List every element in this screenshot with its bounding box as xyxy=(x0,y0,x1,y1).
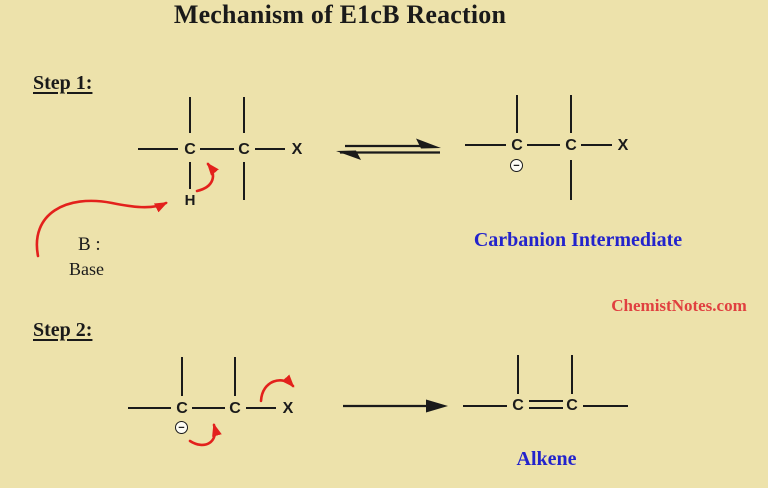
forward-arrow-icon xyxy=(343,399,448,413)
bond-horizontal xyxy=(583,405,628,407)
equilibrium-arrows-icon xyxy=(336,138,441,160)
bond-c-h xyxy=(189,162,191,189)
atom-carbon: C xyxy=(176,400,188,417)
bond-vertical xyxy=(570,95,572,133)
bond-vertical xyxy=(181,357,183,396)
minus-sign: − xyxy=(178,421,185,434)
negative-charge-icon: − xyxy=(175,421,188,434)
alkene-label: Alkene xyxy=(516,448,577,470)
bond-c-c xyxy=(200,148,234,150)
bond-c-c xyxy=(192,407,225,409)
atom-halide: X xyxy=(617,137,629,154)
atom-carbon: C xyxy=(565,137,577,154)
atom-carbon: C xyxy=(184,141,196,158)
bond-c-x xyxy=(255,148,285,150)
bond-c-x xyxy=(246,407,276,409)
bond-vertical xyxy=(570,160,572,200)
bond-vertical xyxy=(516,95,518,133)
watermark: ChemistNotes.com xyxy=(611,296,747,315)
bond-vertical xyxy=(571,355,573,394)
curved-arrow-h-to-bond-icon xyxy=(195,162,219,193)
bond-vertical xyxy=(243,162,245,200)
bond-vertical xyxy=(243,97,245,133)
carbanion-label: Carbanion Intermediate xyxy=(473,229,683,251)
curved-arrow-cx-leaving-icon xyxy=(259,374,295,403)
atom-carbon: C xyxy=(511,137,523,154)
bond-vertical xyxy=(189,97,191,133)
minus-sign: − xyxy=(513,159,520,172)
bond-c-x xyxy=(581,144,612,146)
atom-halide: X xyxy=(282,400,294,417)
atom-halide: X xyxy=(291,141,303,158)
bond-vertical xyxy=(234,357,236,396)
curved-arrow-charge-to-bond-icon xyxy=(188,423,222,447)
bond-vertical xyxy=(517,355,519,394)
curved-arrow-base-to-h-icon xyxy=(35,199,168,258)
atom-carbon: C xyxy=(566,397,578,414)
atom-hydrogen: H xyxy=(184,192,196,209)
negative-charge-icon: − xyxy=(510,159,523,172)
step1-heading: Step 1: xyxy=(33,72,93,94)
bond-horizontal xyxy=(463,405,507,407)
double-bond-lower xyxy=(529,407,563,409)
bond-horizontal xyxy=(465,144,506,146)
bond-c-c xyxy=(527,144,560,146)
atom-carbon: C xyxy=(238,141,250,158)
step2-heading: Step 2: xyxy=(33,319,93,341)
atom-carbon: C xyxy=(229,400,241,417)
bond-horizontal xyxy=(138,148,178,150)
atom-carbon: C xyxy=(512,397,524,414)
base-symbol: B : xyxy=(78,234,101,255)
page-title: Mechanism of E1cB Reaction xyxy=(173,0,507,29)
double-bond-upper xyxy=(529,400,563,402)
bond-horizontal xyxy=(128,407,171,409)
base-label: Base xyxy=(69,259,104,279)
